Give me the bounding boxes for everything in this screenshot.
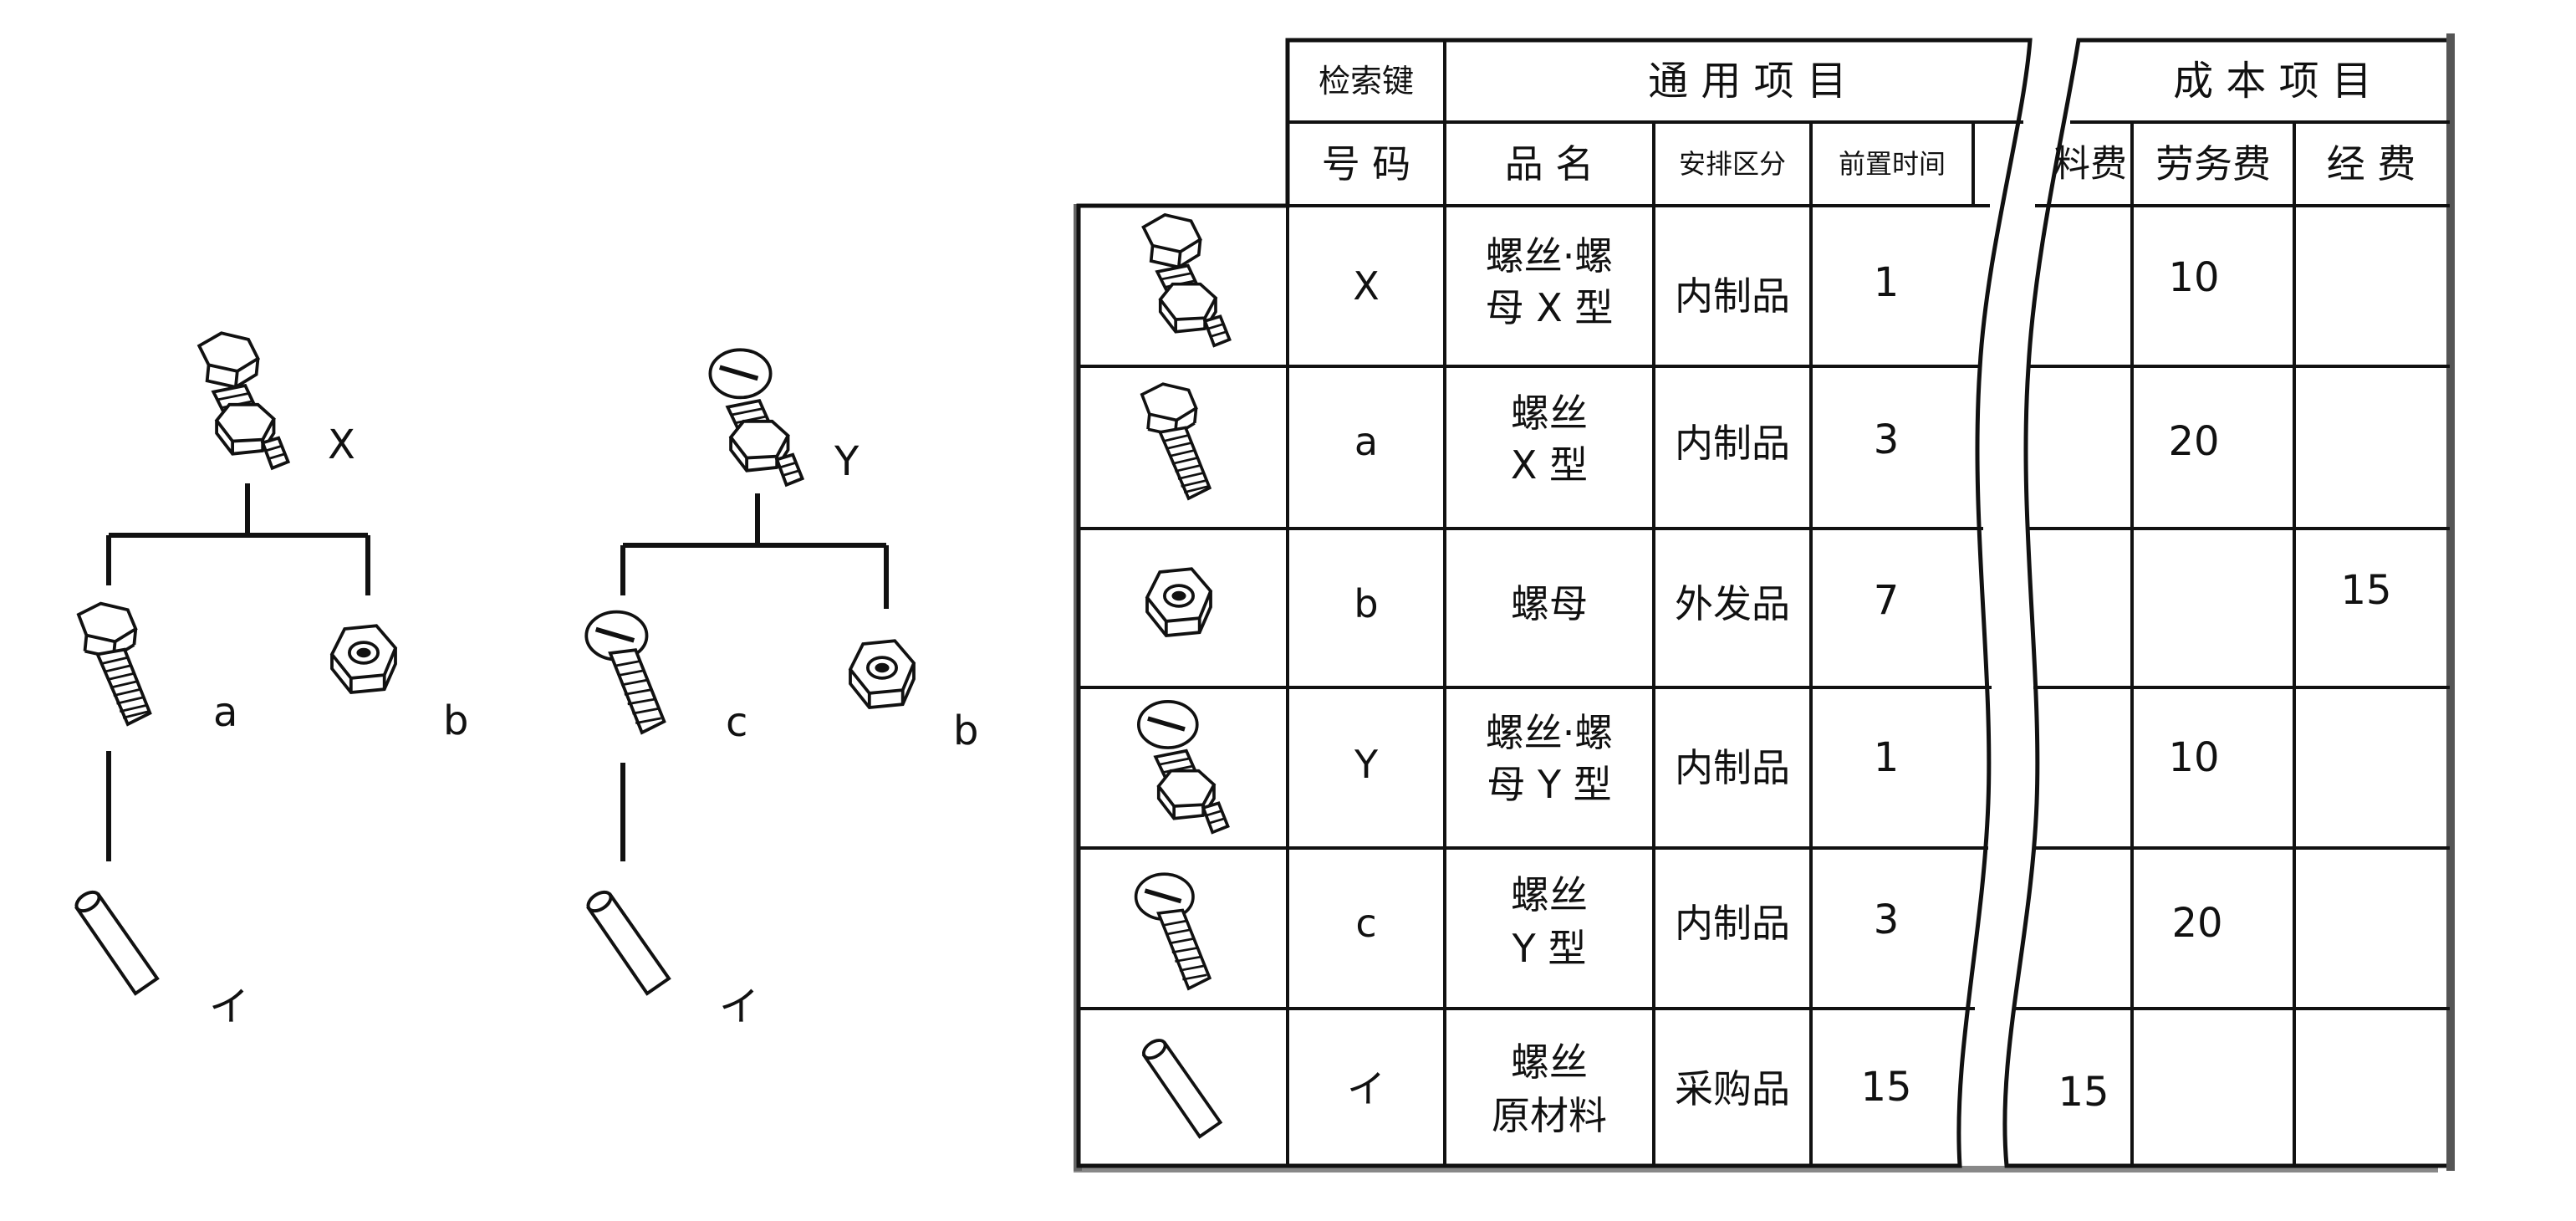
row-code: a — [1354, 419, 1378, 464]
row-labor-fee: 20 — [2168, 418, 2219, 465]
bom-table: 检索键 通 用 项 目 成 本 项 目 号 码 品 名 安排区分 前置时间 料费… — [1074, 33, 2455, 1172]
header-search-key: 检索键 — [1319, 63, 1414, 100]
row-name-line1: 螺母 — [1511, 581, 1588, 626]
row-material-fee: 15 — [2058, 1069, 2109, 1116]
table-grid-left — [1079, 40, 2023, 1166]
header-common-items: 通 用 项 目 — [1648, 58, 1847, 105]
row-lead-time: 7 — [1874, 577, 1900, 624]
bolt-nut-round-icon — [710, 350, 802, 485]
row-arrangement: 外发品 — [1675, 581, 1790, 626]
row-labor-fee: 10 — [2168, 254, 2219, 301]
table-row: a 螺丝 X 型 内制品 3 20 — [1140, 382, 2220, 500]
tree-y-connector — [620, 493, 889, 861]
row-labor-fee: 20 — [2171, 900, 2222, 947]
col-header-name: 品 名 — [1505, 141, 1594, 186]
row-name-line1: 螺丝 — [1511, 391, 1588, 436]
round-screw-icon — [586, 612, 664, 733]
row-code: Y — [1354, 742, 1379, 787]
col-header-material-fee: 料费 — [2053, 143, 2127, 186]
row-arrangement: 内制品 — [1675, 421, 1790, 466]
row-labor-fee: 10 — [2168, 734, 2219, 781]
tree-x-child-b-label: b — [443, 697, 468, 744]
bom-tree-y: Y c b イ — [583, 350, 978, 1030]
row-code: c — [1355, 901, 1376, 946]
tree-x-material-label: イ — [209, 983, 249, 1030]
tree-x-root-label: X — [328, 421, 355, 468]
col-header-expense: 经 费 — [2327, 141, 2416, 186]
tree-y-root-label: Y — [834, 438, 860, 485]
row-arrangement: 内制品 — [1675, 901, 1790, 946]
row-name-line1: 螺丝·螺 — [1486, 710, 1614, 755]
tree-x-child-a-label: a — [213, 689, 237, 736]
row-lead-time: 1 — [1874, 259, 1900, 306]
table-row: Y 螺丝·螺 母 Y 型 内制品 1 10 — [1139, 702, 2220, 832]
tree-x-connector — [106, 483, 370, 861]
row-name-line2: X 型 — [1511, 442, 1588, 488]
col-header-code: 号 码 — [1322, 141, 1411, 186]
row-lead-time: 15 — [1860, 1064, 1911, 1111]
row-code: イ — [1347, 1066, 1385, 1111]
table-row: イ 螺丝 原材料 采购品 15 15 — [1139, 1035, 2109, 1138]
row-name-line1: 螺丝 — [1511, 872, 1588, 917]
row-arrangement: 采购品 — [1675, 1066, 1790, 1111]
hex-nut-icon — [849, 639, 916, 709]
hex-bolt-icon — [77, 601, 152, 726]
row-arrangement: 内制品 — [1675, 273, 1790, 319]
row-expense: 15 — [2340, 567, 2391, 614]
table-grid-right — [2015, 120, 2450, 1166]
row-lead-time: 1 — [1874, 734, 1900, 781]
row-code: X — [1353, 263, 1380, 309]
rod-material-icon — [583, 886, 671, 995]
row-name-line2: 母 X 型 — [1486, 285, 1614, 330]
row-code: b — [1354, 581, 1378, 626]
bom-tree-x: X a b イ — [71, 331, 468, 1030]
bolt-nut-hex-icon — [197, 331, 290, 470]
col-header-lead-time: 前置时间 — [1839, 148, 1946, 180]
tree-y-child-c-label: c — [726, 699, 747, 746]
table-row: c 螺丝 Y 型 内制品 3 20 — [1136, 872, 2223, 989]
header-cost-items: 成 本 项 目 — [2173, 58, 2372, 105]
col-header-arrangement: 安排区分 — [1679, 148, 1786, 180]
row-arrangement: 内制品 — [1675, 745, 1790, 790]
row-name-line1: 螺丝·螺 — [1486, 233, 1614, 278]
table-shadow — [1074, 1166, 2438, 1172]
tree-y-material-label: イ — [719, 983, 759, 1030]
table-row: b 螺母 外发品 7 15 — [1145, 567, 2392, 637]
row-lead-time: 3 — [1874, 416, 1900, 463]
row-name-line2: 原材料 — [1492, 1093, 1607, 1138]
row-name-line2: Y 型 — [1512, 926, 1587, 971]
col-header-labor-fee: 劳务费 — [2155, 141, 2271, 186]
table-right-panel — [2002, 38, 2452, 1168]
rod-material-icon — [71, 886, 159, 995]
table-right-edge — [2446, 33, 2455, 1171]
row-name-line2: 母 Y 型 — [1487, 762, 1611, 807]
row-lead-time: 3 — [1874, 897, 1900, 943]
hex-nut-icon — [330, 624, 397, 694]
tree-y-child-b-label: b — [953, 708, 978, 754]
table-row: X 螺丝·螺 母 X 型 内制品 1 10 — [1141, 213, 2220, 348]
row-name-line1: 螺丝 — [1511, 1040, 1588, 1085]
